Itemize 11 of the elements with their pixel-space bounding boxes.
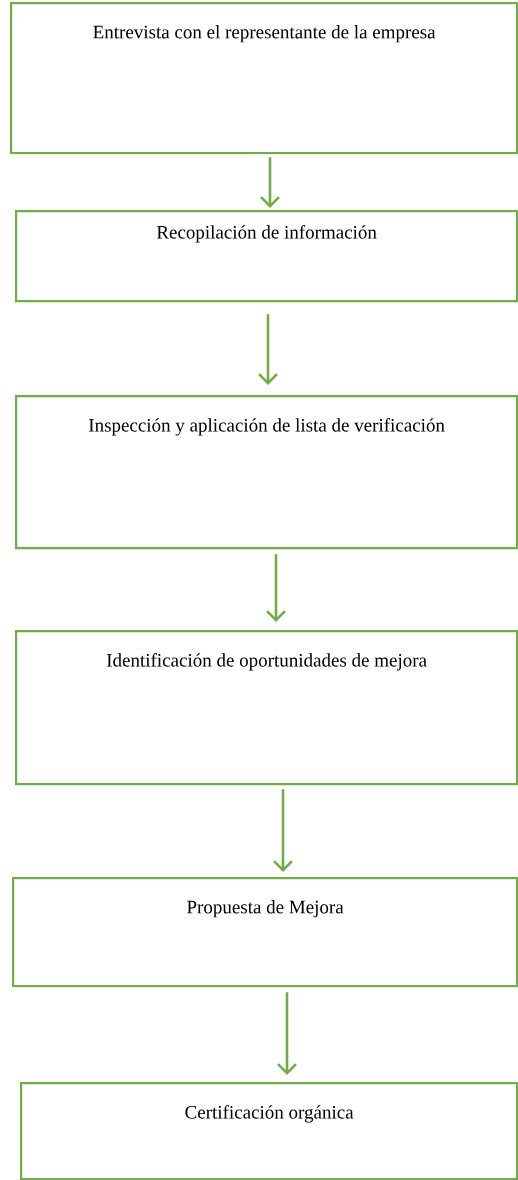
process-box: Entrevista con el representante de la empresa [10, 2, 518, 155]
process-box: Recopilación de información [15, 210, 518, 303]
arrow [266, 554, 286, 622]
process-box: Identificación de oportunidades de mejora [15, 630, 518, 786]
arrow [277, 992, 297, 1075]
arrow [260, 157, 280, 208]
process-box: Certificación orgánica [20, 1082, 518, 1180]
process-box: Propuesta de Mejora [12, 877, 518, 988]
arrow [273, 789, 293, 872]
arrow [258, 314, 278, 385]
process-box: Inspección y aplicación de lista de verificación [15, 395, 518, 550]
